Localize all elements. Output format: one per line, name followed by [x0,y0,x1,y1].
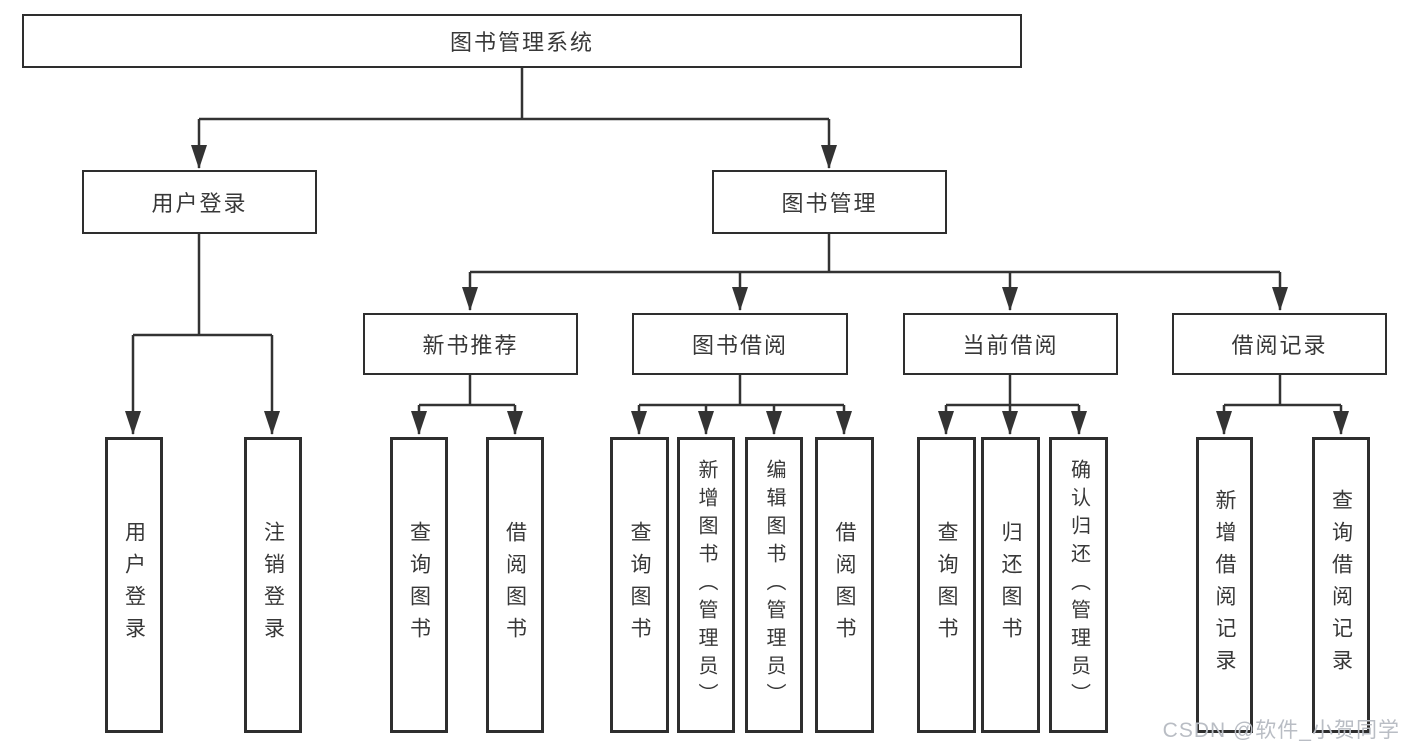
leaf-bb-borrow-books: 借阅图书 [815,437,874,733]
node-book-borrow: 图书借阅 [632,313,848,375]
node-borrow-records-label: 借阅记录 [1231,333,1328,358]
node-new-book-recommend-label: 新书推荐 [422,333,519,358]
node-book-management-label: 图书管理 [781,191,878,216]
leaf-bb-edit-books-admin-label: 编辑图书（管理员） [763,459,785,711]
leaf-br-query-record-label: 查询借阅记录 [1329,489,1353,681]
leaf-user-login-label: 用户登录 [122,521,146,649]
node-book-management: 图书管理 [712,170,947,234]
leaf-bb-borrow-books-label: 借阅图书 [833,521,856,649]
leaf-cb-return-books: 归还图书 [981,437,1040,733]
leaf-nb-query-books-label: 查询图书 [407,521,431,649]
watermark: CSDN @软件_小贺同学 [1162,719,1400,742]
node-borrow-records: 借阅记录 [1172,313,1387,375]
leaf-nb-query-books: 查询图书 [390,437,448,733]
leaf-cb-confirm-return-admin: 确认归还（管理员） [1049,437,1108,733]
leaf-bb-add-books-admin-label: 新增图书（管理员） [695,459,717,711]
leaf-nb-borrow-books-label: 借阅图书 [503,521,527,649]
node-library-system: 图书管理系统 [22,14,1022,68]
leaf-br-query-record: 查询借阅记录 [1312,437,1370,733]
leaf-bb-edit-books-admin: 编辑图书（管理员） [745,437,803,733]
leaf-br-add-record: 新增借阅记录 [1196,437,1253,733]
node-new-book-recommend: 新书推荐 [363,313,578,375]
leaf-user-login: 用户登录 [105,437,163,733]
leaf-bb-add-books-admin: 新增图书（管理员） [677,437,735,733]
node-user-login: 用户登录 [82,170,317,234]
leaf-logout-label: 注销登录 [261,521,285,649]
leaf-bb-query-books: 查询图书 [610,437,669,733]
leaf-cb-query-books-label: 查询图书 [935,521,958,649]
node-current-borrow-label: 当前借阅 [962,333,1059,358]
leaf-br-add-record-label: 新增借阅记录 [1213,489,1236,681]
leaf-cb-return-books-label: 归还图书 [999,521,1022,649]
leaf-cb-confirm-return-admin-label: 确认归还（管理员） [1067,459,1090,711]
leaf-nb-borrow-books: 借阅图书 [486,437,544,733]
node-library-system-label: 图书管理系统 [449,30,594,55]
leaf-cb-query-books: 查询图书 [917,437,976,733]
node-current-borrow: 当前借阅 [903,313,1118,375]
leaf-bb-query-books-label: 查询图书 [628,521,651,649]
node-book-borrow-label: 图书借阅 [691,333,788,358]
leaf-logout: 注销登录 [244,437,302,733]
node-user-login-label: 用户登录 [151,191,248,216]
